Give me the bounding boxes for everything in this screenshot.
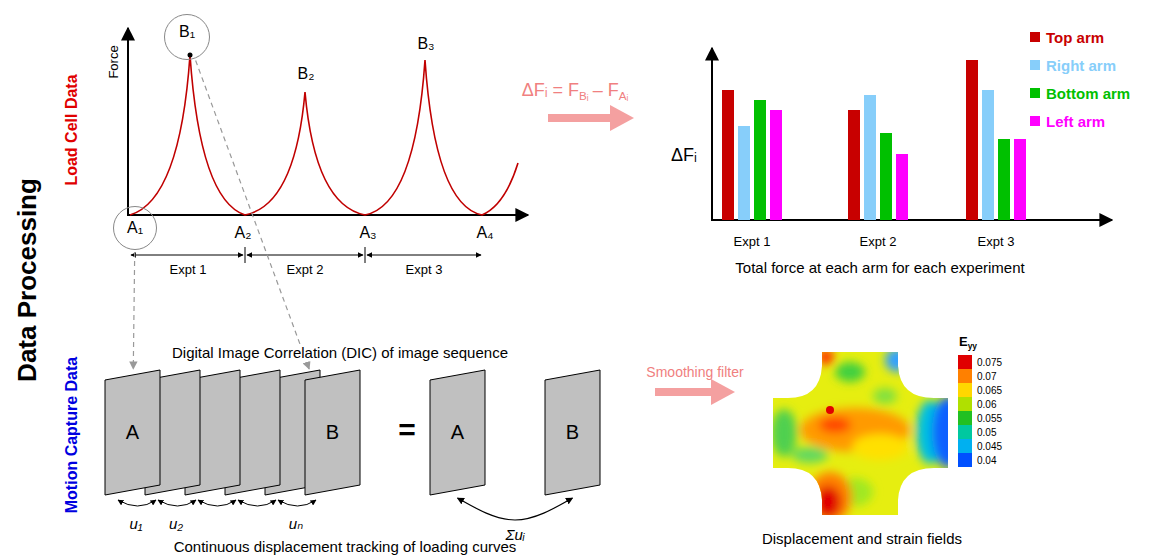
displacement-arc <box>118 500 316 506</box>
colorbar-item: 0.07 <box>958 369 996 383</box>
category-label: Expt 2 <box>860 235 897 250</box>
point-label: A₂ <box>235 224 252 242</box>
legend-swatch <box>958 453 972 467</box>
legend-text: 0.045 <box>977 441 1002 452</box>
legend-text: Top arm <box>1046 29 1104 46</box>
formula: Bᵢ <box>579 89 589 102</box>
legend-text: 0.075 <box>977 357 1002 368</box>
legend-text: Right arm <box>1046 57 1116 74</box>
legend-item: Bottom arm <box>1030 83 1130 103</box>
legend-swatch <box>958 355 972 369</box>
legend-text: Left arm <box>1046 113 1105 130</box>
legend-text: 0.065 <box>977 385 1002 396</box>
displacement-label: uₙ <box>289 515 303 532</box>
node-label: A₁ <box>127 219 143 237</box>
point-label: B₂ <box>298 65 315 83</box>
colorbar-item: 0.075 <box>958 355 1002 369</box>
colorbar-item: 0.055 <box>958 411 1002 425</box>
node-label: A <box>126 421 139 444</box>
row-title: Load Cell Data <box>63 74 81 185</box>
axis-label: ΔFᵢ <box>671 145 697 166</box>
legend-text: 0.04 <box>977 455 996 466</box>
displacement-label: u₁ <box>129 515 142 532</box>
legend-item: Right arm <box>1030 55 1116 75</box>
point-label: A₄ <box>476 224 493 242</box>
legend-swatch <box>958 425 972 439</box>
colorbar-title-group: Eyy <box>959 335 977 350</box>
colorbar-item: 0.045 <box>958 439 1002 453</box>
formula: – F <box>593 80 619 101</box>
interval-label: Expt 3 <box>406 263 443 278</box>
category-label: Expt 1 <box>734 235 771 250</box>
connector-label: Σuᵢ <box>503 526 526 543</box>
figure-caption: Displacement and strain fields <box>762 530 962 547</box>
displacement-label: u₂ <box>169 515 183 532</box>
interval-label: Expt 2 <box>285 263 326 278</box>
image-frame: B <box>545 370 600 495</box>
node-label: B <box>566 421 579 444</box>
colorbar-item: 0.065 <box>958 383 1002 397</box>
node-label: B <box>326 421 339 444</box>
chart-caption: Total force at each arm for each experim… <box>735 259 1024 276</box>
connector-arrow <box>133 252 134 369</box>
legend-swatch <box>1030 60 1040 70</box>
formula: ΔFᵢ = F <box>522 80 579 101</box>
colorbar-item: 0.05 <box>958 425 996 439</box>
legend-swatch <box>958 383 972 397</box>
step-title: Digital Image Correlation (DIC) of image… <box>170 344 510 361</box>
colorbar-title: E <box>959 335 968 350</box>
node-label: B₁ <box>179 23 195 41</box>
peak-circle: B₁ <box>164 14 210 60</box>
legend-text: Bottom arm <box>1046 85 1130 102</box>
legend-text: 0.05 <box>977 427 996 438</box>
colorbar-item: 0.04 <box>958 453 996 467</box>
point-label: B₃ <box>417 35 434 53</box>
force-plot <box>127 28 528 263</box>
legend-swatch <box>1030 32 1040 42</box>
legend-text: 0.06 <box>977 399 996 410</box>
legend-item: Top arm <box>1030 27 1104 47</box>
colorbar-item: 0.06 <box>958 397 996 411</box>
legend-swatch <box>958 369 972 383</box>
node-label: A <box>451 421 464 444</box>
connector-arrow <box>196 60 310 369</box>
legend-text: 0.07 <box>977 371 996 382</box>
step-caption: Continuous displacement tracking of load… <box>174 538 517 555</box>
legend-swatch <box>1030 116 1040 126</box>
interval-label: Expt 1 <box>170 263 207 278</box>
axis-label: Force <box>107 45 122 78</box>
legend-swatch <box>958 411 972 425</box>
image-frame: A <box>430 370 485 495</box>
legend-item: Left arm <box>1030 111 1105 131</box>
strain-contour <box>770 348 964 522</box>
image-frame: A <box>105 370 160 495</box>
legend-text: 0.055 <box>977 413 1002 424</box>
connector-arrow <box>458 498 573 520</box>
point-circle: A₁ <box>113 206 157 250</box>
bar-chart <box>711 48 1112 221</box>
image-frame: B <box>305 370 360 495</box>
row-title: Motion Capture Data <box>63 357 81 513</box>
process-arrow <box>548 105 735 405</box>
process-label: Smoothing filter <box>646 364 743 380</box>
section-title: Data Processing <box>13 178 43 382</box>
equals-sign: = <box>398 413 416 448</box>
image-frame <box>145 370 320 495</box>
formula: Aᵢ <box>619 89 629 102</box>
colorbar-title: yy <box>968 341 977 351</box>
legend-swatch <box>958 439 972 453</box>
point-label: A₃ <box>359 224 376 242</box>
legend-swatch <box>1030 88 1040 98</box>
legend-swatch <box>958 397 972 411</box>
category-label: Expt 3 <box>978 235 1015 250</box>
formula-group: ΔFᵢ = FBᵢ – FAᵢ <box>522 80 629 101</box>
